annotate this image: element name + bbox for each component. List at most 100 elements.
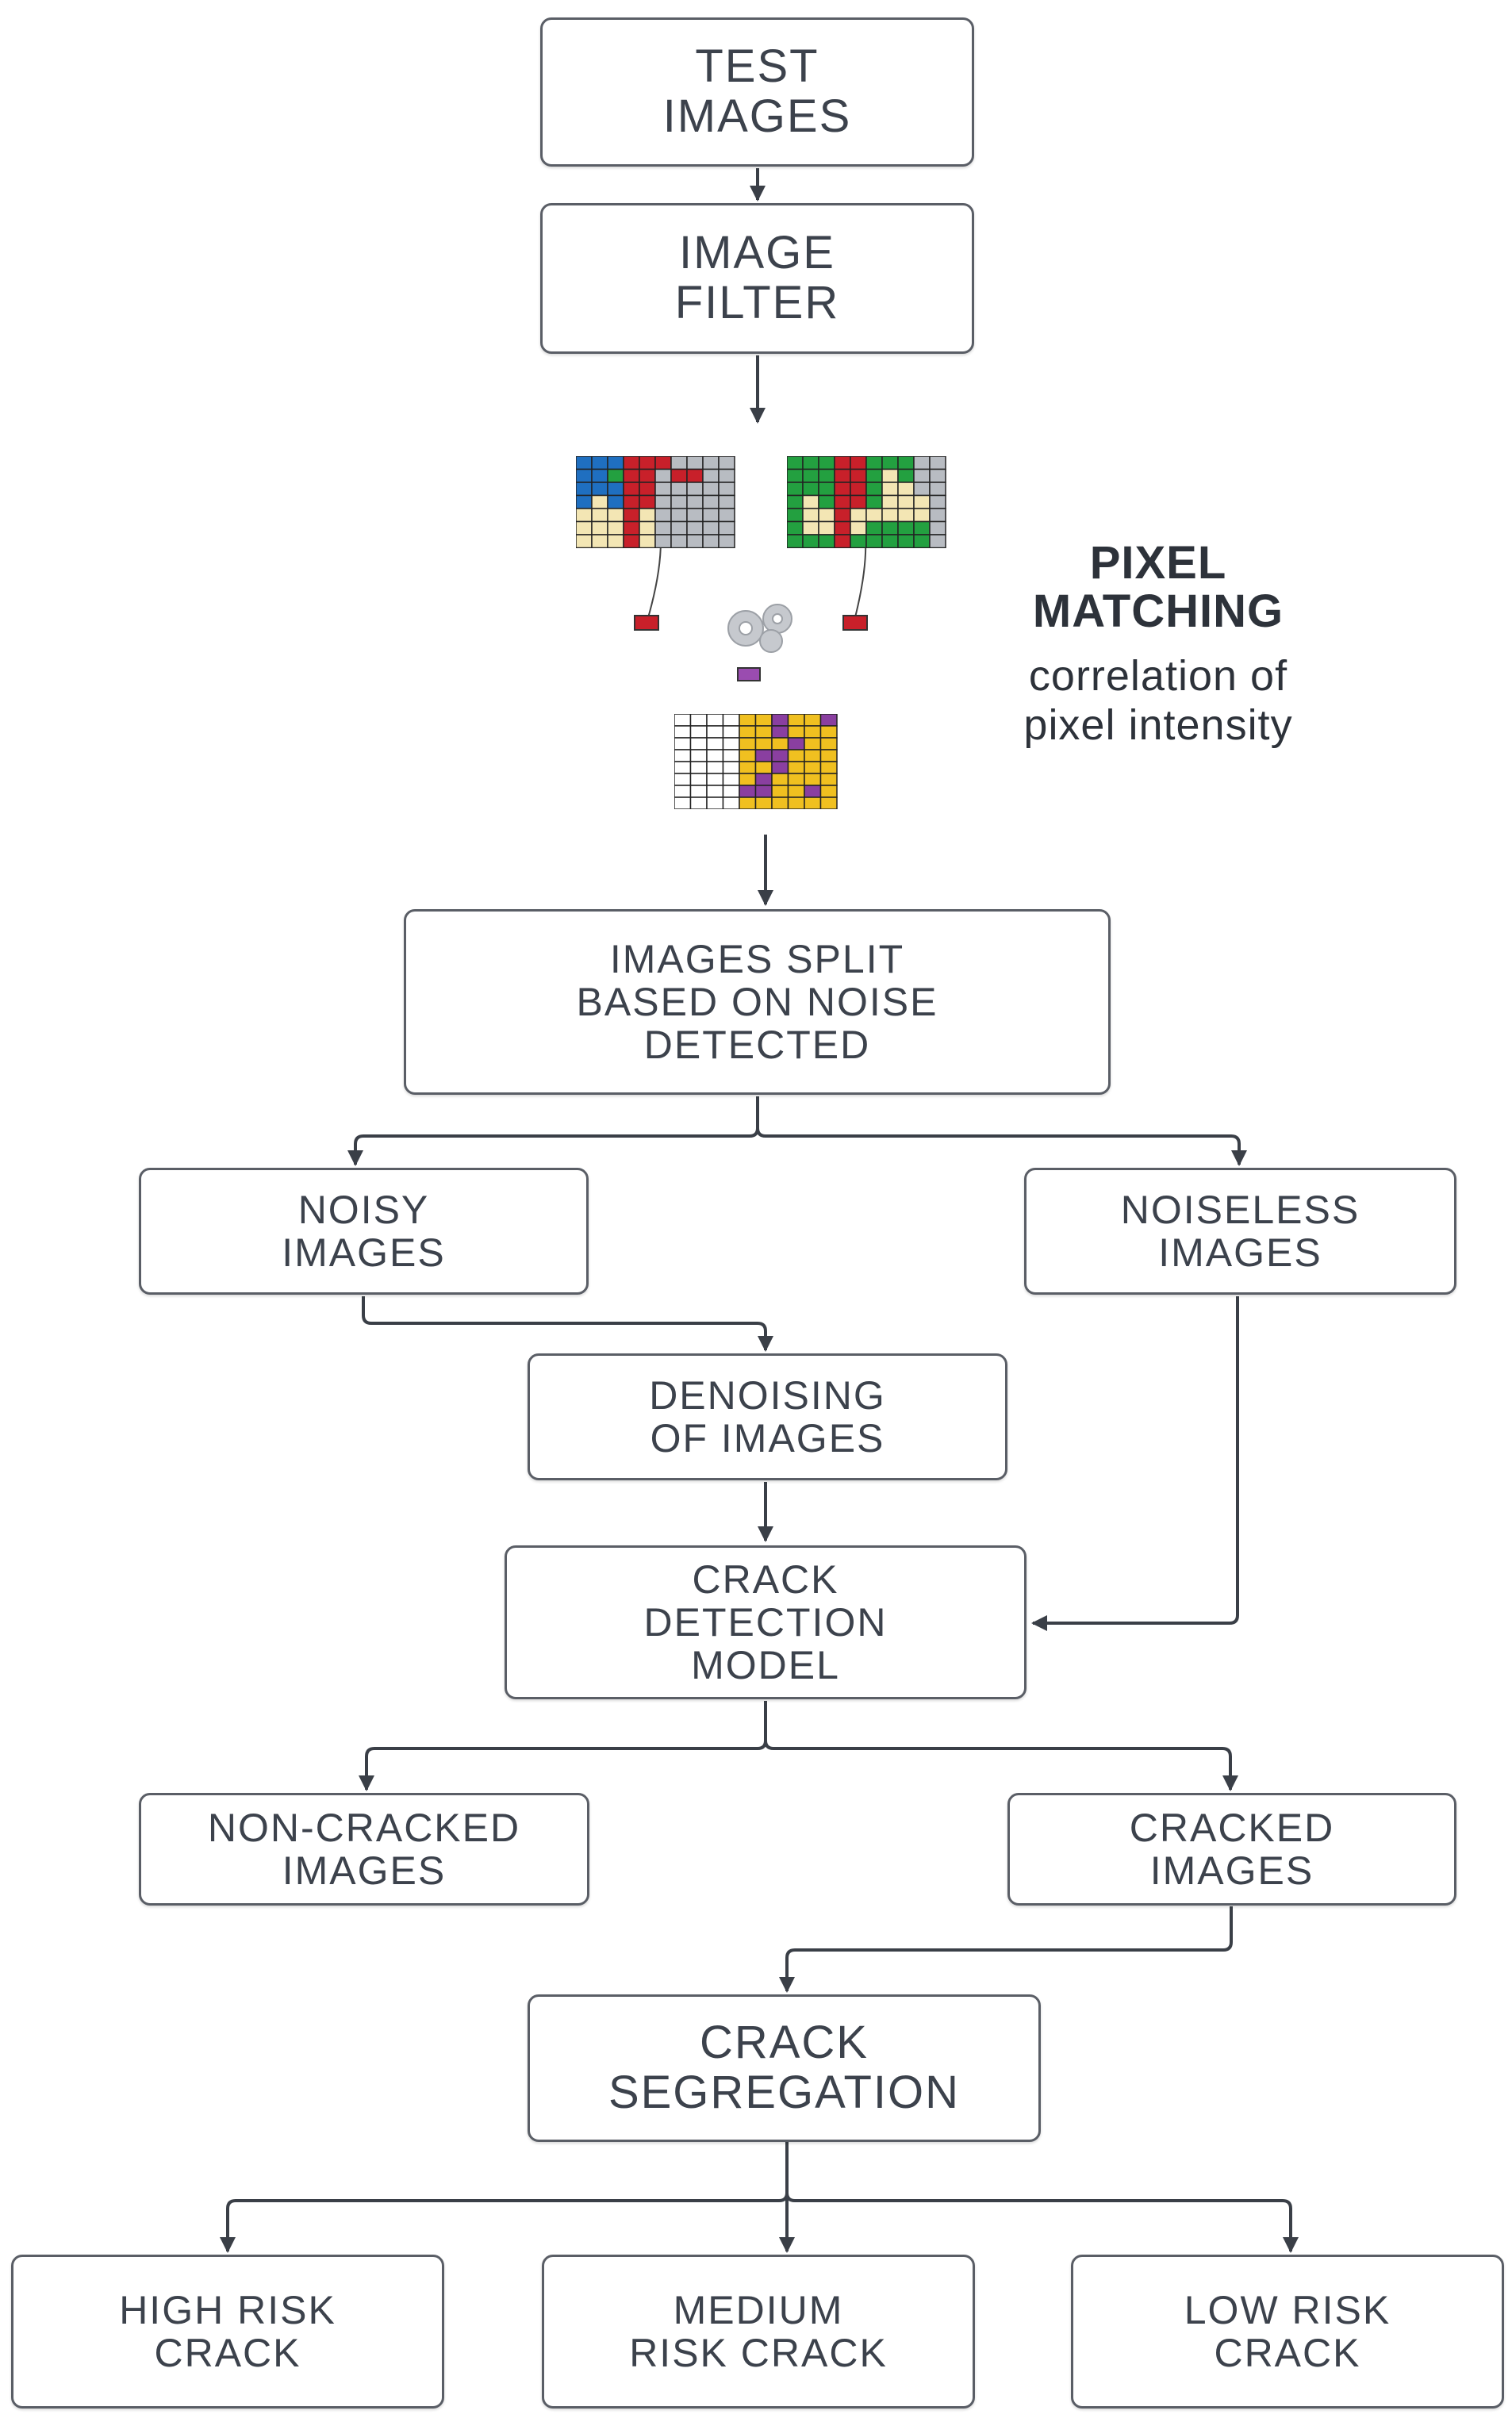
pixel-cell: [718, 468, 735, 483]
arrow-noisy-to-denoising: [362, 1296, 773, 1352]
pixel-cell: [739, 785, 757, 798]
pixel-cell: [865, 508, 883, 523]
pixel-cell: [739, 796, 757, 809]
pixel-cell: [689, 749, 708, 762]
pixel-cell: [718, 482, 735, 497]
pixel-cell: [686, 482, 704, 497]
pixel-cell: [706, 773, 724, 786]
pixel-cell: [787, 520, 804, 535]
pixel-cell: [804, 796, 822, 809]
pixel-cell: [787, 725, 805, 739]
pixel-cell: [818, 482, 835, 497]
pixel-cell: [607, 508, 624, 523]
pixel-cell: [929, 534, 946, 548]
pixel-cell: [702, 468, 720, 483]
pixel-cell: [576, 468, 593, 483]
pixel-cell: [771, 761, 789, 774]
node-images-split: IMAGES SPLIT BASED ON NOISE DETECTED: [404, 909, 1111, 1095]
pixel-matching-subtitle: correlation of pixel intensity: [1023, 652, 1293, 749]
pixel-cell: [850, 456, 867, 470]
pixel-cell: [674, 714, 692, 727]
pixel-cell: [623, 534, 640, 548]
pixel-cell: [576, 534, 593, 548]
pixel-cell: [897, 468, 915, 483]
pixel-cell: [834, 482, 851, 497]
pixel-cell: [607, 520, 624, 535]
pixel-cell: [834, 534, 851, 548]
pixel-cell: [623, 494, 640, 509]
arrow-cracked-to-segregation: [779, 1906, 1233, 1993]
pixel-cell: [804, 737, 822, 750]
pixel-cell: [706, 761, 724, 774]
pixel-cell: [718, 508, 735, 523]
pixel-cell: [787, 737, 805, 750]
pixel-cell: [722, 796, 740, 809]
pixel-cell: [865, 520, 883, 535]
pixel-cell: [722, 761, 740, 774]
pixel-cell: [689, 785, 708, 798]
node-noiseless-images: NOISELESS IMAGES: [1024, 1168, 1456, 1295]
pixel-cell: [913, 494, 931, 509]
pixel-cell: [670, 494, 688, 509]
pixel-cell: [897, 508, 915, 523]
pixel-cell: [689, 796, 708, 809]
pixel-cell: [754, 725, 773, 739]
pixel-cell: [576, 508, 593, 523]
pixel-cell: [804, 725, 822, 739]
pixel-cell: [654, 456, 672, 470]
pixel-cell: [913, 534, 931, 548]
pixel-cell: [591, 494, 608, 509]
pixel-cell: [929, 456, 946, 470]
pixel-cell: [722, 749, 740, 762]
pixel-cell: [623, 482, 640, 497]
pixel-cell: [607, 482, 624, 497]
node-high-risk-crack: HIGH RISK CRACK: [11, 2255, 444, 2409]
pixel-cell: [834, 456, 851, 470]
pixel-cell: [897, 520, 915, 535]
pixel-cell: [706, 749, 724, 762]
pixel-cell: [802, 508, 819, 523]
pixel-cell: [881, 534, 899, 548]
pixel-cell: [913, 520, 931, 535]
pixel-cell: [639, 534, 656, 548]
pixel-cell: [771, 785, 789, 798]
pixel-cell: [722, 785, 740, 798]
pixel-cell: [623, 520, 640, 535]
pixel-cell: [607, 456, 624, 470]
pixel-cell: [686, 468, 704, 483]
pixel-cell: [670, 482, 688, 497]
pixel-cell: [670, 534, 688, 548]
pixel-cell: [865, 534, 883, 548]
pixel-cell: [834, 468, 851, 483]
pixel-cell: [718, 456, 735, 470]
pixel-cell: [576, 520, 593, 535]
pixel-cell: [607, 494, 624, 509]
pixel-cell: [702, 534, 720, 548]
pixel-cell: [897, 456, 915, 470]
pixel-cell: [881, 494, 899, 509]
pixel-cell: [591, 520, 608, 535]
pixel-grid-result: [674, 714, 838, 809]
pixel-cell: [818, 494, 835, 509]
pixel-cell: [739, 773, 757, 786]
node-cracked-images: CRACKED IMAGES: [1007, 1793, 1456, 1906]
pixel-cell: [897, 534, 915, 548]
pixel-cell: [754, 773, 773, 786]
pixel-cell: [639, 456, 656, 470]
node-crack-segregation: CRACK SEGREGATION: [528, 1994, 1041, 2142]
pixel-cell: [771, 737, 789, 750]
pixel-cell: [654, 468, 672, 483]
pixel-cell: [686, 534, 704, 548]
pixel-cell: [818, 520, 835, 535]
pixel-cell: [686, 508, 704, 523]
pixel-cell: [718, 520, 735, 535]
pixel-cell: [706, 796, 724, 809]
pixel-cell: [865, 482, 883, 497]
pixel-cell: [802, 520, 819, 535]
pixel-cell: [787, 796, 805, 809]
matched-pixel: [737, 667, 761, 681]
pixel-cell: [850, 482, 867, 497]
pixel-cell: [865, 494, 883, 509]
pixel-cell: [754, 714, 773, 727]
